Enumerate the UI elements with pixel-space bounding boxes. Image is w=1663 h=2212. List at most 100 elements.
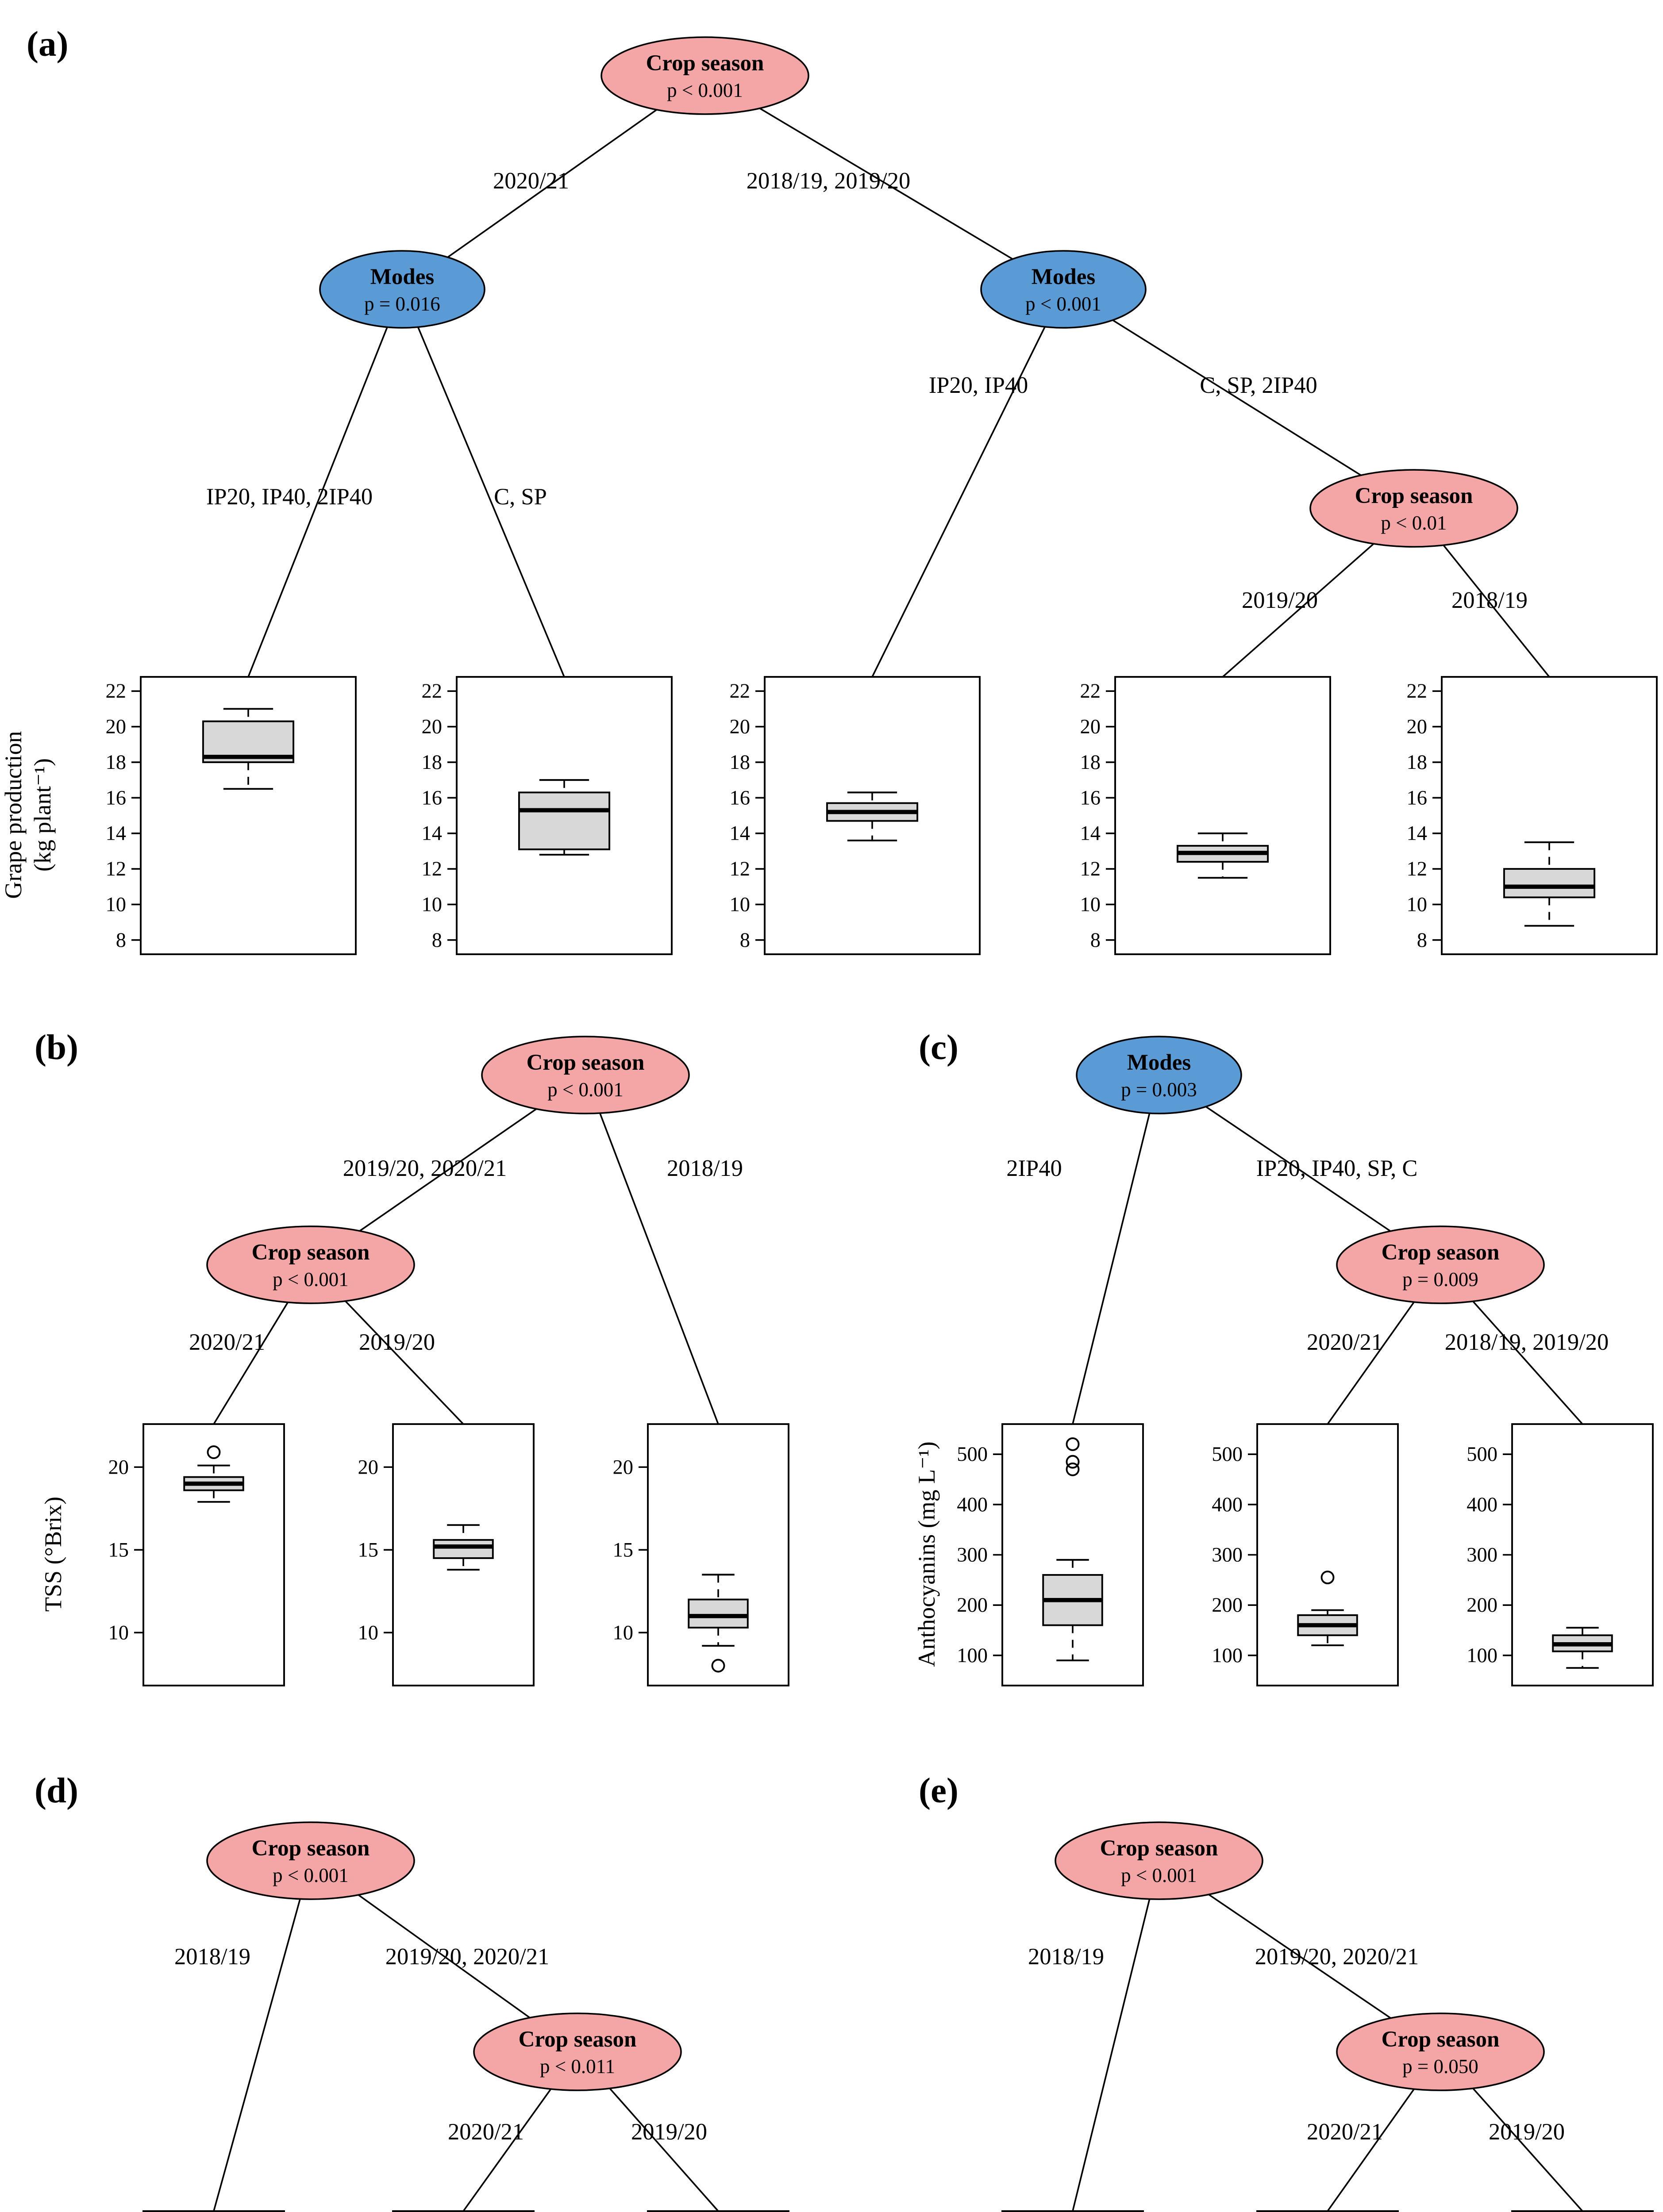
tick-label: 15 bbox=[358, 1539, 379, 1561]
tree-edge bbox=[609, 2088, 719, 2212]
tick-label: 500 bbox=[1212, 1443, 1243, 1466]
tick-label: 10 bbox=[613, 1621, 634, 1644]
edge-label: 2020/21 bbox=[1307, 2119, 1383, 2145]
node-pvalue: p < 0.011 bbox=[540, 2055, 615, 2078]
panel-tag: (d) bbox=[35, 1770, 78, 1810]
tree-edge bbox=[1472, 1301, 1583, 1425]
tick-label: 8 bbox=[740, 929, 750, 952]
outlier-point bbox=[711, 1659, 725, 1673]
node-title: Modes bbox=[1127, 1050, 1191, 1075]
y-axis-label: Grape production bbox=[0, 731, 27, 899]
node-pvalue: p < 0.01 bbox=[1381, 512, 1447, 534]
tick-label: 16 bbox=[106, 787, 127, 809]
boxplot: 3.43.63.84.0 bbox=[1001, 2210, 1144, 2212]
edge-label: 2019/20 bbox=[1242, 588, 1318, 613]
edge-label: 2018/19 bbox=[1451, 588, 1528, 613]
tree-edge bbox=[1327, 2089, 1415, 2212]
node-pvalue: p < 0.001 bbox=[547, 1079, 624, 1101]
edge-label: 2020/21 bbox=[189, 1329, 265, 1355]
boxplot: 406080100 bbox=[392, 2210, 535, 2212]
tree-edge bbox=[1327, 1302, 1415, 1425]
tick-label: 12 bbox=[1080, 858, 1101, 880]
iqr-box bbox=[688, 1598, 749, 1629]
edge-label: C, SP bbox=[494, 484, 547, 510]
tick-label: 200 bbox=[1467, 1594, 1497, 1617]
tick-label: 8 bbox=[432, 929, 442, 952]
node-pvalue: p < 0.001 bbox=[273, 1864, 349, 1886]
tree-edge bbox=[759, 108, 1013, 260]
tick-label: 20 bbox=[108, 1456, 129, 1479]
node-pvalue: p < 0.001 bbox=[1025, 293, 1101, 315]
panel-tag: (e) bbox=[919, 1770, 959, 1810]
edge-label: 2IP40 bbox=[1006, 1156, 1062, 1181]
node-title: Crop season bbox=[646, 51, 764, 76]
node-ellipse bbox=[1076, 1036, 1242, 1114]
tick-label: 18 bbox=[422, 751, 443, 774]
boxplot: 3.43.63.84.0 bbox=[1511, 2210, 1654, 2212]
tick-label: 12 bbox=[1407, 858, 1428, 880]
tick-label: 300 bbox=[1212, 1544, 1243, 1567]
tick-label: 20 bbox=[1407, 716, 1428, 738]
tick-label: 20 bbox=[613, 1456, 634, 1479]
tree-edge bbox=[1072, 1113, 1151, 1425]
tree-edge bbox=[247, 326, 388, 677]
y-axis-label: TSS (°Brix) bbox=[40, 1497, 66, 1612]
tick-label: 18 bbox=[106, 751, 127, 774]
plot-frame bbox=[142, 2210, 285, 2212]
node-title: Crop season bbox=[1355, 484, 1473, 508]
iqr-box bbox=[433, 1539, 494, 1559]
tree-edge bbox=[345, 1300, 464, 1425]
node-title: Crop season bbox=[519, 2027, 637, 2052]
tick-label: 400 bbox=[1212, 1494, 1243, 1516]
tick-label: 12 bbox=[106, 858, 127, 880]
node-pvalue: p < 0.001 bbox=[667, 79, 743, 101]
node-pvalue: p = 0.009 bbox=[1402, 1268, 1478, 1290]
node-title: Crop season bbox=[1382, 2027, 1500, 2052]
outlier-point bbox=[1066, 1455, 1080, 1469]
edge-label: 2019/20, 2020/21 bbox=[1255, 1944, 1419, 1970]
tree-edge bbox=[359, 1108, 537, 1232]
tree-edge bbox=[1222, 543, 1374, 678]
node-ellipse bbox=[1309, 469, 1518, 548]
tick-label: 10 bbox=[422, 893, 443, 916]
tree-edge bbox=[213, 1899, 301, 2212]
node-ellipse bbox=[980, 250, 1147, 329]
plot-frame bbox=[1511, 2210, 1654, 2212]
tick-label: 15 bbox=[108, 1539, 129, 1561]
tick-label: 22 bbox=[730, 680, 751, 703]
panel-tag: (c) bbox=[919, 1027, 959, 1067]
node-ellipse bbox=[319, 250, 485, 329]
tree-edge bbox=[1472, 2088, 1583, 2212]
tick-label: 14 bbox=[730, 822, 751, 845]
node-title: Modes bbox=[370, 265, 434, 289]
plot-frame bbox=[1256, 1423, 1399, 1686]
node-ellipse bbox=[206, 1821, 415, 1900]
node-ellipse bbox=[473, 2012, 682, 2091]
tick-label: 10 bbox=[1407, 893, 1428, 916]
plot-frame bbox=[142, 1423, 285, 1686]
tree-node-crop: Crop season p < 0.001 bbox=[601, 36, 809, 115]
edge-label: 2018/19, 2019/20 bbox=[1445, 1329, 1609, 1355]
tick-label: 18 bbox=[730, 751, 751, 774]
node-title: Crop season bbox=[1100, 1836, 1218, 1861]
edge-label: 2018/19 bbox=[1028, 1944, 1104, 1970]
node-ellipse bbox=[1336, 1225, 1545, 1304]
plot-frame bbox=[1114, 676, 1331, 955]
tick-label: 8 bbox=[1090, 929, 1101, 952]
edge-label: 2018/19 bbox=[174, 1944, 250, 1970]
edge-label: 2018/19 bbox=[667, 1156, 743, 1181]
tick-label: 20 bbox=[1080, 716, 1101, 738]
tick-label: 16 bbox=[1080, 787, 1101, 809]
tick-label: 10 bbox=[1080, 893, 1101, 916]
